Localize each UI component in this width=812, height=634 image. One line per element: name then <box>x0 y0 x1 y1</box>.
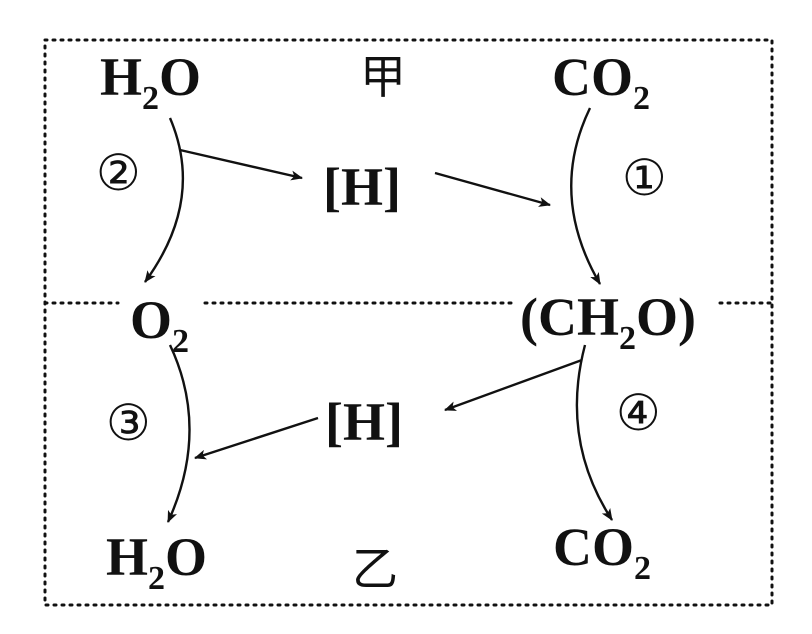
label-yi: 乙 <box>352 542 398 596</box>
step-1-marker: ① <box>622 149 667 207</box>
step-4-marker: ④ <box>616 384 661 442</box>
hydrogen-bottom: [H] <box>325 392 403 452</box>
water-bottom: H2O <box>106 527 207 597</box>
dotted-frame <box>43 38 774 607</box>
hydrogen-top: [H] <box>323 157 401 217</box>
arrow-glucose-to-co2 <box>575 344 614 521</box>
label-jia: 甲 <box>360 50 406 104</box>
co2-bottom: CO2 <box>553 517 651 587</box>
arrow-co2-to-glucose <box>570 107 602 285</box>
arrow-glucose-to-hydrogen <box>444 358 583 412</box>
oxygen: O2 <box>130 290 189 360</box>
arrow-hydrogen-to-glucose <box>434 171 551 207</box>
water-top: H2O <box>100 47 201 117</box>
co2-top: CO2 <box>552 47 650 117</box>
glucose: (CH2O) <box>520 287 696 357</box>
arrow-oxygen-to-water <box>166 344 191 523</box>
step-2-marker: ② <box>96 144 141 202</box>
arrow-hydrogen-to-water <box>194 416 319 460</box>
arrow-water-to-oxygen <box>144 117 185 283</box>
step-3-marker: ③ <box>106 394 151 452</box>
arrow-to-hydrogen-top <box>179 148 303 181</box>
